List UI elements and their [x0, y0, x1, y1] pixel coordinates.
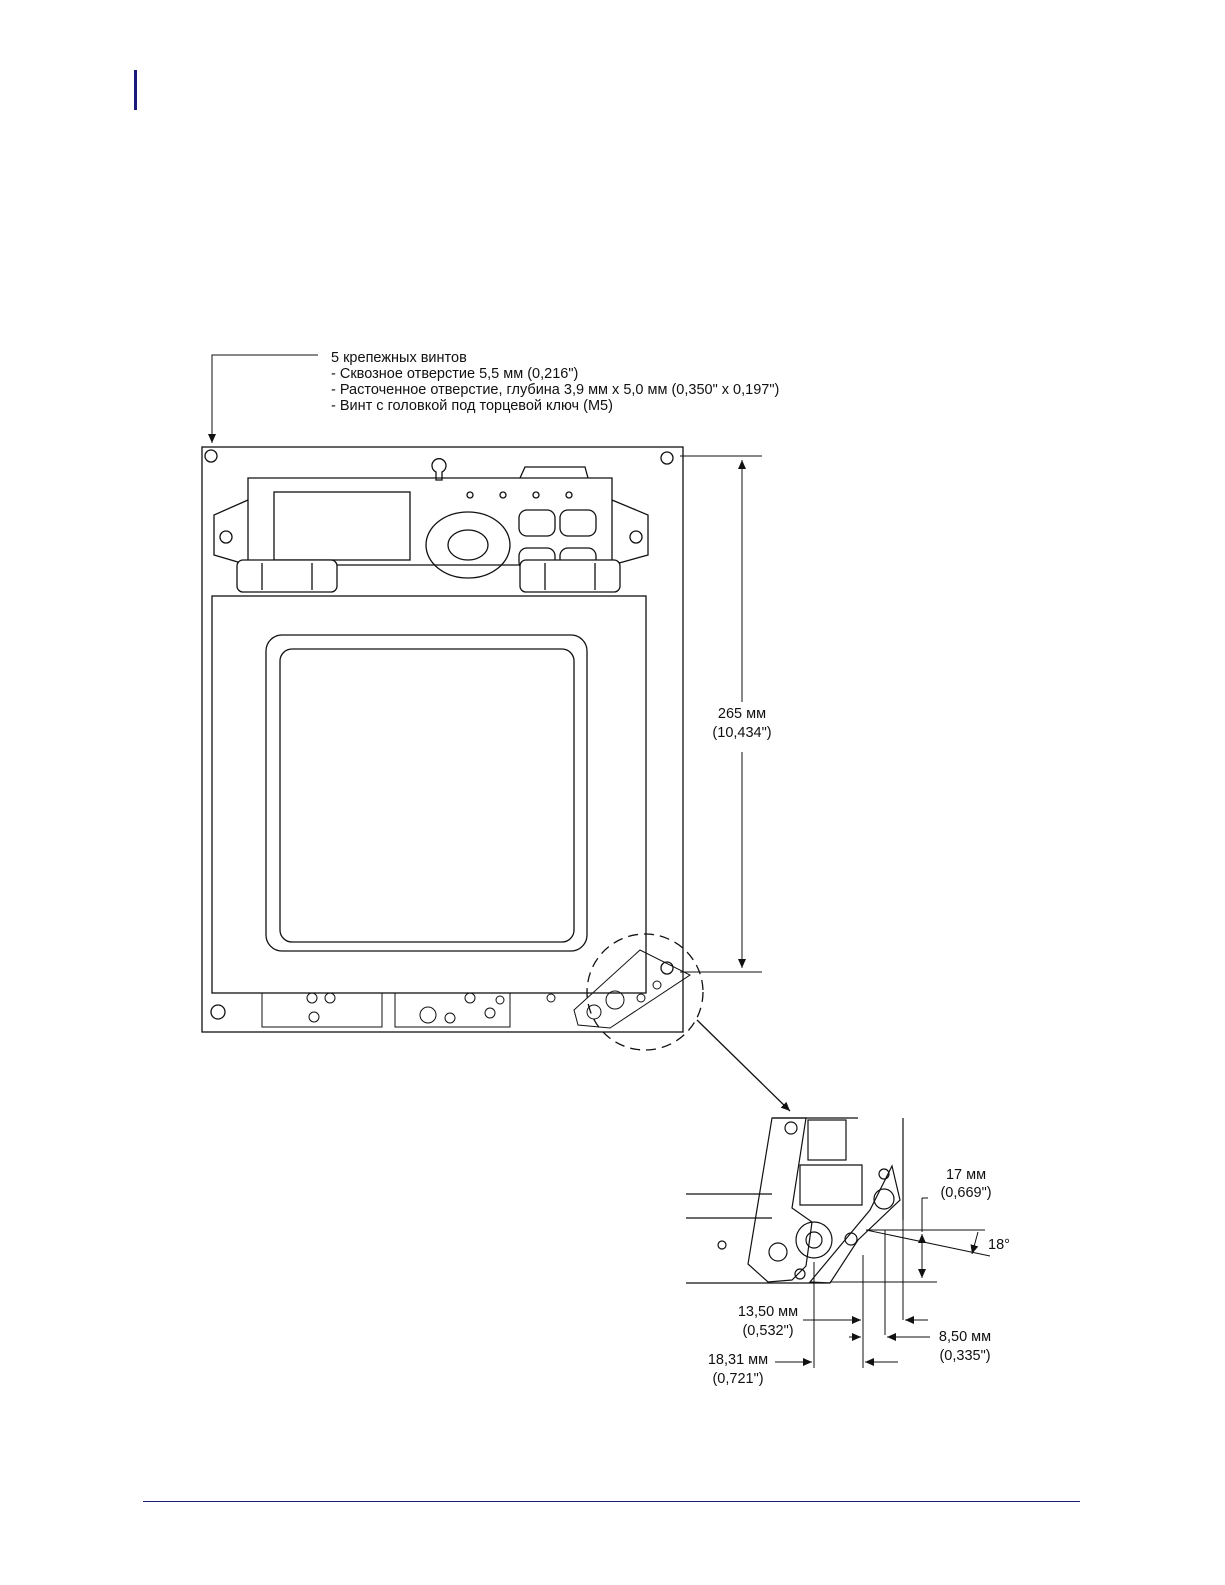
- d1831-mm: 18,31 мм: [697, 1352, 779, 1368]
- height-dimension-label: 265 мм (10,434"): [700, 706, 784, 741]
- angle-label: 18°: [988, 1237, 1010, 1253]
- d850-mm: 8,50 мм: [926, 1329, 1004, 1345]
- d1350-inch: (0,532"): [728, 1323, 808, 1339]
- screw-hole-top-left: [205, 450, 217, 462]
- screw-hole-top-right: [661, 452, 673, 464]
- lcd-display: [274, 492, 410, 560]
- screw-callout-line: - Расточенное отверстие, глубина 3,9 мм …: [331, 382, 779, 398]
- d1831-label: 18,31 мм (0,721"): [697, 1352, 779, 1387]
- d850-label: 8,50 мм (0,335"): [926, 1329, 1004, 1364]
- height-inch: (10,434"): [700, 725, 784, 741]
- screw-hole-bottom-left: [211, 1005, 225, 1019]
- lower-mechanism: [262, 950, 690, 1028]
- media-cover: [212, 596, 646, 993]
- d850-inch: (0,335"): [926, 1348, 1004, 1364]
- height-mm: 265 мм: [700, 706, 784, 722]
- screw-callout-line: - Сквозное отверстие 5,5 мм (0,216"): [331, 366, 779, 382]
- d1350-mm: 13,50 мм: [728, 1304, 808, 1320]
- d17-label: 17 мм (0,669"): [926, 1167, 1006, 1201]
- callout-leader: [212, 355, 318, 443]
- d1350-label: 13,50 мм (0,532"): [728, 1304, 808, 1339]
- nav-pad: [426, 512, 510, 578]
- d17-inch: (0,669"): [926, 1185, 1006, 1201]
- screw-callout: 5 крепежных винтов - Сквозное отверстие …: [331, 350, 779, 414]
- footer-rule: [143, 1501, 1080, 1502]
- detail-view: [686, 1118, 903, 1283]
- screw-callout-line: - Винт с головкой под торцевой ключ (M5): [331, 398, 779, 414]
- screw-callout-title: 5 крепежных винтов: [331, 350, 779, 366]
- d17-mm: 17 мм: [926, 1167, 1006, 1183]
- d1831-inch: (0,721"): [697, 1371, 779, 1387]
